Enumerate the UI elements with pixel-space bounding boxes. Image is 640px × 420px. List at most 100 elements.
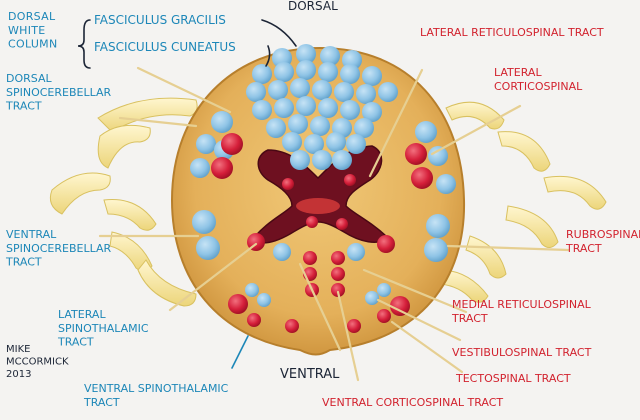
blue-sweet — [211, 111, 233, 133]
red-sweet — [377, 235, 395, 253]
leader-gracilis — [261, 19, 297, 47]
label-tectospinal: TECTOSPINAL TRACT — [455, 372, 571, 385]
blue-sweet — [288, 114, 308, 134]
blue-sweet — [296, 44, 316, 64]
red-sweet — [247, 313, 261, 327]
red-sweet — [285, 319, 299, 333]
blue-sweet — [246, 82, 266, 102]
toothpick — [390, 320, 464, 374]
banana-sweets-left — [49, 97, 198, 307]
red-sweet — [228, 294, 248, 314]
leader-cuneatus — [265, 45, 271, 67]
banana-sweet — [49, 172, 111, 215]
blue-sweet — [310, 116, 330, 136]
blue-sweet — [347, 243, 365, 261]
blue-sweet — [415, 121, 437, 143]
red-sweet — [377, 309, 391, 323]
toothpick — [298, 262, 342, 352]
red-sweet — [211, 157, 233, 179]
red-sweet — [390, 296, 410, 316]
blue-sweet — [362, 102, 382, 122]
red-sweet — [303, 251, 317, 265]
blue-sweet — [196, 134, 216, 154]
toothpick — [362, 268, 468, 314]
toothpick — [368, 68, 424, 178]
bracket-white-column — [77, 19, 91, 69]
blue-sweet — [273, 243, 291, 261]
toothpick — [446, 244, 570, 252]
blue-sweet — [362, 66, 382, 86]
blue-sweet — [332, 150, 352, 170]
leader-ventral-spinothalamic — [231, 335, 249, 369]
red-sweet — [306, 216, 318, 228]
blue-sweet — [356, 84, 376, 104]
red-sweet — [411, 167, 433, 189]
blue-sweet — [312, 150, 332, 170]
label-vestibulospinal: VESTIBULOSPINAL TRACT — [452, 346, 592, 359]
blue-sweet — [252, 64, 272, 84]
blue-sweet — [245, 283, 259, 297]
blue-sweet — [282, 132, 302, 152]
blue-sweet — [346, 134, 366, 154]
banana-sweet — [137, 259, 197, 307]
label-lateral-reticulospinal: LATERAL RETICULOSPINAL TRACT — [420, 26, 604, 39]
blue-sweet — [312, 80, 332, 100]
blue-sweet — [296, 60, 316, 80]
central-canal — [296, 198, 340, 214]
red-sweet — [221, 133, 243, 155]
red-sweet — [336, 218, 348, 230]
label-ventral-corticospinal: VENTRAL CORTICOSPINAL TRACT — [322, 396, 503, 409]
blue-sweet — [326, 132, 346, 152]
banana-sweet — [505, 205, 559, 248]
banana-sweet — [465, 235, 507, 279]
blue-sweet — [296, 96, 316, 116]
toothpick-pointers — [98, 66, 570, 382]
blue-sweet — [354, 118, 374, 138]
blue-sweet — [290, 78, 310, 98]
banana-sweet — [97, 124, 151, 169]
label-dorsal: DORSAL — [288, 0, 338, 13]
red-sweet — [331, 283, 345, 297]
blue-sweet — [268, 80, 288, 100]
blue-sweet — [257, 293, 271, 307]
blue-sweet — [365, 291, 379, 305]
blue-sweet — [266, 118, 286, 138]
label-fasciculus-gracilis: FASCICULUS GRACILIS — [94, 13, 226, 27]
blue-sweet — [290, 150, 310, 170]
blue-sweet — [190, 158, 210, 178]
red-sweet — [344, 174, 356, 186]
toothpick — [168, 242, 258, 312]
toothpick — [376, 298, 462, 342]
blue-sweet — [424, 238, 448, 262]
red-sweet — [347, 319, 361, 333]
blue-sweet — [377, 283, 391, 297]
banana-sweet — [445, 101, 505, 130]
blue-sweet — [274, 62, 294, 82]
banana-sweet — [543, 175, 607, 210]
blue-sweet — [252, 100, 272, 120]
blue-sweet — [340, 64, 360, 84]
toothpick — [430, 104, 522, 156]
blue-sweet — [426, 214, 450, 238]
blue-sweet — [274, 98, 294, 118]
label-ventral: VENTRAL — [280, 367, 340, 382]
leader-lines — [77, 19, 297, 369]
blue-sweet — [428, 146, 448, 166]
blue-sweet — [304, 134, 324, 154]
banana-sweet — [439, 269, 489, 303]
blue-sweet — [436, 174, 456, 194]
blue-sweet — [334, 82, 354, 102]
blue-sweet — [196, 236, 220, 260]
sweets — [190, 44, 456, 333]
grey-matter-jam — [250, 145, 390, 244]
red-sweet — [331, 267, 345, 281]
